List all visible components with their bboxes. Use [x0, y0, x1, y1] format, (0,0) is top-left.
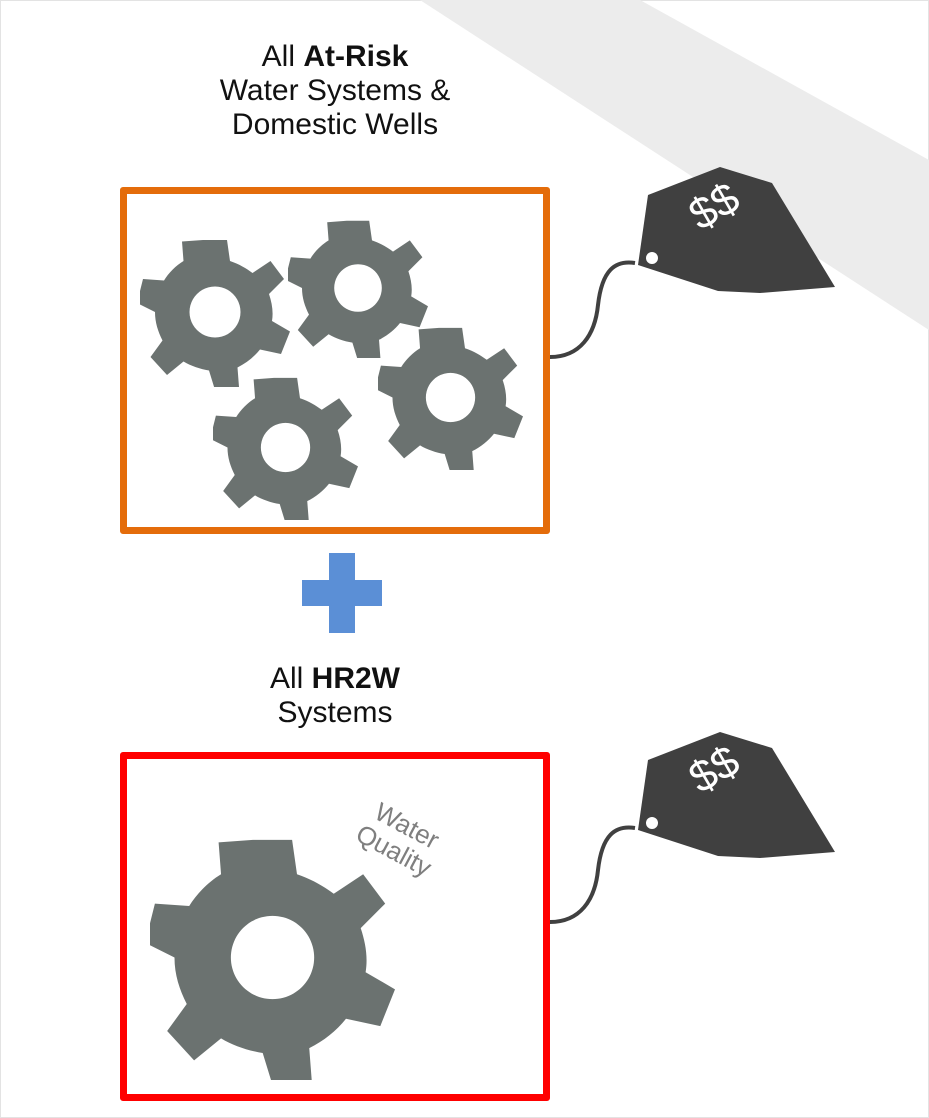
heading-emphasis: HR2W [311, 662, 401, 695]
heading-prefix: All [261, 40, 295, 73]
gear-icon [150, 839, 395, 1080]
heading-line2: Water Systems & [219, 74, 451, 107]
plus-icon [302, 553, 382, 633]
gear-icon [140, 240, 290, 387]
gear-icon [213, 377, 358, 520]
heading-emphasis: At-Risk [303, 40, 409, 73]
heading-prefix: All [269, 662, 304, 695]
at-risk-heading: All At-Risk Water Systems & Domestic Wel… [120, 40, 550, 142]
price-tag-icon [549, 167, 835, 359]
heading-line2: Systems [277, 696, 393, 729]
price-tag-icon [549, 732, 835, 924]
heading-line3: Domestic Wells [231, 108, 439, 141]
hr2w-heading: All HR2W Systems [120, 662, 550, 730]
gear-icon [378, 327, 523, 470]
